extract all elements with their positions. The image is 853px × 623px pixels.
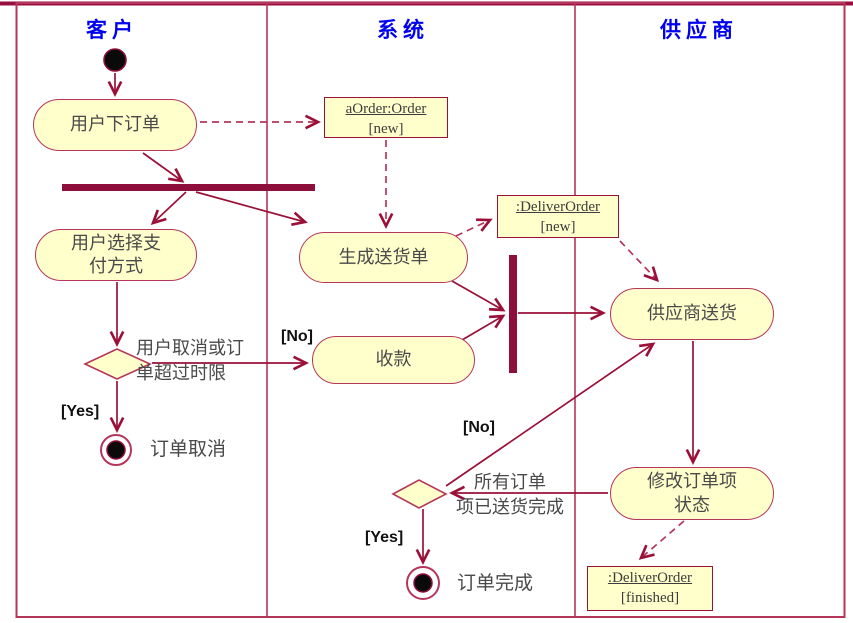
diagram-frame (15, 2, 846, 618)
guard-complete-yes: [Yes] (365, 529, 404, 546)
objectflow-deliver-new-to-supplier-deliver (619, 240, 660, 283)
edge-label-cancel-condition: 用户取消或订 单超过时限 (136, 338, 244, 384)
flow-decision2-no-to-supplier-deliver (445, 342, 656, 487)
object-order-new-name: aOrder:Order (345, 101, 427, 117)
final-node-cancelled-core (106, 440, 126, 460)
final-node-completed-core (413, 573, 433, 593)
activity-generate-delivery: 生成送货单 (299, 232, 468, 283)
flow-generate-delivery-to-join (451, 280, 506, 312)
activity-place-order: 用户下订单 (33, 99, 197, 151)
initial-node (103, 48, 127, 72)
lane-header-customer: 客户 (86, 18, 138, 42)
object-deliver-order-finished-state: [finished] (620, 589, 680, 606)
guard-cancel-no: [No] (281, 328, 313, 345)
object-deliver-order-new-state: [new] (540, 218, 576, 235)
decision-cancel (83, 348, 152, 380)
object-deliver-order-finished: :DeliverOrder [finished] (587, 566, 713, 611)
guard-complete-no: [No] (463, 419, 495, 436)
object-deliver-order-finished-name: :DeliverOrder (607, 570, 693, 586)
flow-fork-to-choose-payment (150, 191, 187, 226)
activity-collect-payment: 收款 (312, 336, 475, 384)
activity-update-item-status: 修改订单项 状态 (610, 467, 774, 520)
edge-label-all-items-delivered: 所有订单 项已送货完成 (456, 472, 564, 518)
lane-header-system: 系统 (377, 18, 429, 42)
object-order-new: aOrder:Order [new] (324, 97, 448, 138)
flow-fork-to-generate-delivery (195, 191, 308, 227)
object-deliver-order-new-name: :DeliverOrder (515, 199, 601, 215)
label-order-completed: 订单完成 (457, 573, 534, 594)
guard-cancel-yes: [Yes] (61, 403, 100, 420)
flow-collect-payment-to-join (461, 314, 506, 341)
fork-bar (62, 184, 315, 191)
object-deliver-order-new: :DeliverOrder [new] (497, 195, 619, 238)
lane-header-supplier: 供应商 (660, 18, 738, 42)
decision-complete (391, 479, 448, 509)
flow-place-order-to-fork (142, 152, 185, 183)
objectflow-update-status-to-deliver-finished (638, 520, 685, 560)
activity-supplier-deliver: 供应商送货 (610, 288, 774, 340)
objectflow-generate-delivery-to-deliver-new (455, 218, 493, 237)
activity-choose-payment: 用户选择支 付方式 (35, 229, 197, 281)
join-bar (509, 255, 517, 373)
label-order-cancelled: 订单取消 (150, 439, 227, 460)
object-order-new-state: [new] (368, 120, 404, 137)
